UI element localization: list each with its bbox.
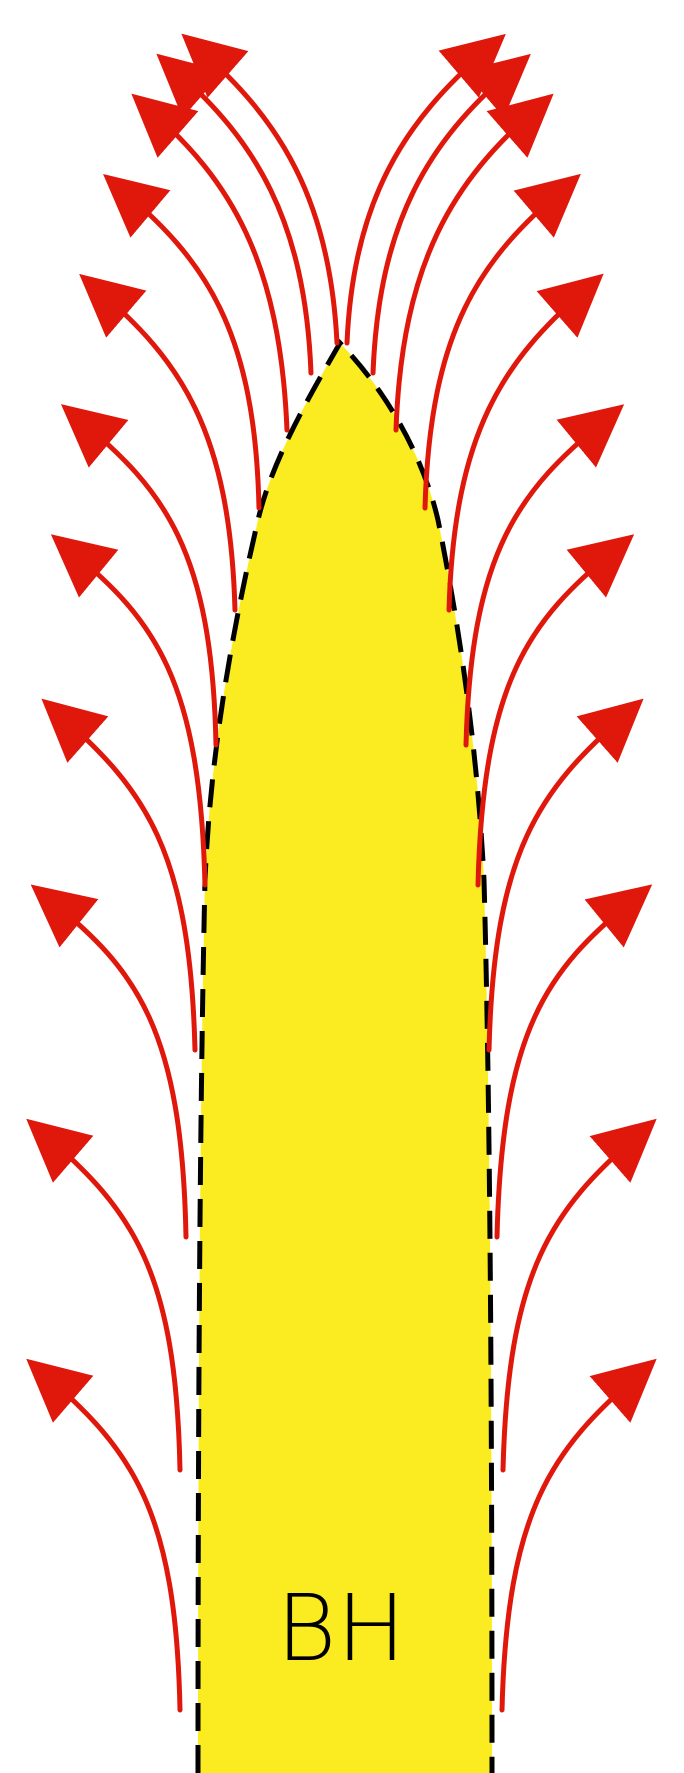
field-line-arrow: [466, 420, 605, 745]
field-line-arrow: [502, 1375, 638, 1710]
field-line-arrow: [489, 715, 625, 1050]
field-line-arrow: [70, 550, 205, 885]
bh-region: [198, 343, 492, 1773]
field-line-arrow: [122, 190, 259, 508]
field-line-arrow: [80, 420, 216, 745]
field-line-arrow: [396, 110, 535, 430]
field-line-arrow: [45, 1375, 180, 1710]
bh-label: BH: [276, 1575, 405, 1682]
field-line-arrow: [60, 715, 195, 1050]
field-line-arrow: [503, 1135, 638, 1470]
field-line-arrow: [150, 110, 287, 430]
field-line-arrow: [347, 50, 487, 343]
field-line-arrow: [449, 290, 585, 610]
field-line-arrow: [98, 290, 235, 610]
field-line-arrow: [45, 1135, 180, 1470]
field-line-arrow: [497, 900, 633, 1237]
field-line-arrow: [425, 190, 562, 508]
field-line-arrow: [50, 900, 186, 1237]
field-line-arrow: [478, 550, 615, 885]
